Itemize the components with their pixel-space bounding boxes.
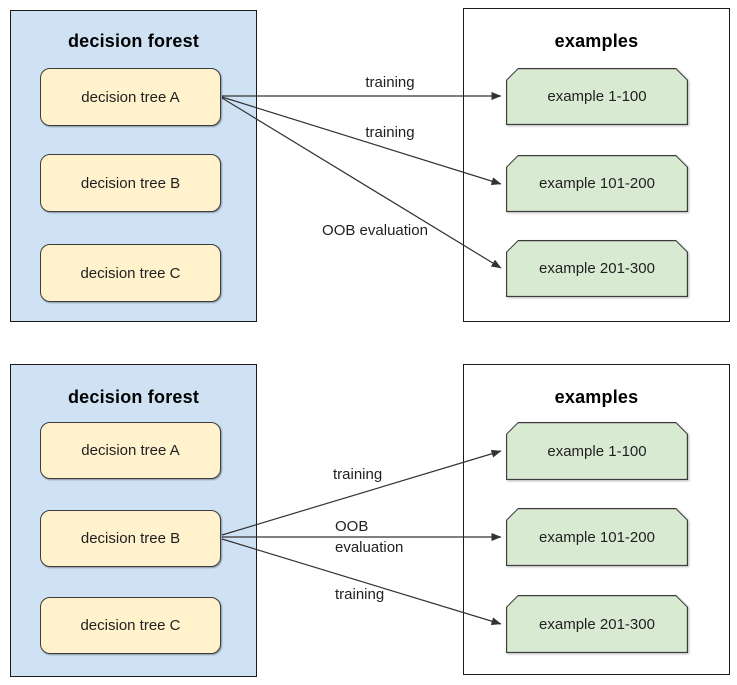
example-card-label: example 201-300 <box>507 241 687 296</box>
node-example-101-200: example 101-200 <box>506 508 688 566</box>
examples-container-bottom: examples example 1-100 example 101-200 e… <box>463 364 730 675</box>
examples-title: examples <box>554 387 639 407</box>
example-card-label: example 1-100 <box>507 423 687 479</box>
forest-title: decision forest <box>67 31 200 51</box>
arrow-label-training-4: training <box>335 586 385 603</box>
arrow-label-training-3: training <box>333 466 383 483</box>
forest-container-top: decision forest decision tree A decision… <box>10 10 257 322</box>
forest-title: decision forest <box>67 387 200 407</box>
arrow-label-oob-evaluation-top: OOB evaluation <box>322 222 428 239</box>
arrow-label-oob-evaluation-bottom: OOB evaluation <box>335 518 404 556</box>
arrow-label-training-2: training <box>365 124 415 141</box>
node-decision-tree-a: decision tree A <box>40 422 221 479</box>
example-card-label: example 101-200 <box>507 156 687 211</box>
example-card-label: example 201-300 <box>507 596 687 652</box>
node-decision-tree-c: decision tree C <box>40 244 221 302</box>
examples-container-top: examples example 1-100 example 101-200 e… <box>463 8 730 322</box>
node-decision-tree-b: decision tree B <box>40 510 221 567</box>
node-example-1-100: example 1-100 <box>506 422 688 480</box>
node-decision-tree-a: decision tree A <box>40 68 221 126</box>
node-example-1-100: example 1-100 <box>506 68 688 125</box>
node-decision-tree-b: decision tree B <box>40 154 221 212</box>
forest-container-bottom: decision forest decision tree A decision… <box>10 364 257 677</box>
node-decision-tree-c: decision tree C <box>40 597 221 654</box>
node-example-201-300: example 201-300 <box>506 240 688 297</box>
example-card-label: example 1-100 <box>507 69 687 124</box>
arrow-label-training-1: training <box>365 74 415 91</box>
example-card-label: example 101-200 <box>507 509 687 565</box>
node-example-201-300: example 201-300 <box>506 595 688 653</box>
examples-title: examples <box>554 31 639 51</box>
node-example-101-200: example 101-200 <box>506 155 688 212</box>
